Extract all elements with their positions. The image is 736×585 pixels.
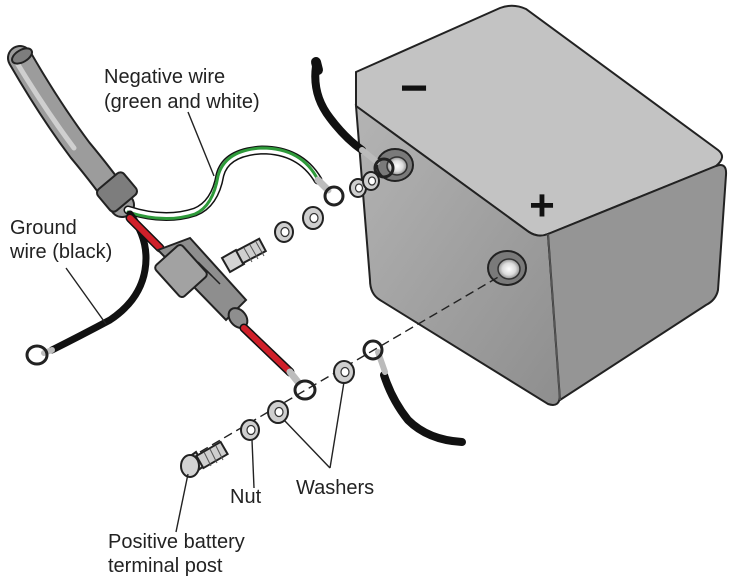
negative-wire-label-line1: Negative wire — [104, 66, 225, 88]
negative-washer-2 — [349, 178, 367, 198]
positive-post-label-line2: terminal post — [108, 555, 223, 577]
negative-wire-label-line2: (green and white) — [104, 91, 260, 113]
washers-leader-a — [283, 419, 331, 469]
negative-washer-3 — [362, 171, 380, 191]
callout-lines — [65, 111, 345, 533]
positive-terminal-socket — [487, 250, 527, 286]
positive-post-leader — [175, 473, 189, 533]
washers-leader-b — [329, 381, 345, 469]
ground-wire-leader — [65, 267, 107, 325]
positive-symbol: + — [529, 181, 555, 230]
positive-post-label-line1: Positive battery — [108, 531, 245, 553]
battery-negative-lead — [311, 57, 395, 179]
battery-side-face — [546, 164, 728, 402]
negative-nut — [274, 221, 294, 243]
fuse-holder — [154, 236, 249, 329]
ground-wire-label-line2: wire (black) — [9, 241, 112, 263]
negative-symbol: − — [400, 62, 428, 115]
washers-label: Washers — [296, 477, 374, 499]
negative-wire-leader — [187, 111, 215, 177]
positive-wire — [125, 213, 317, 401]
positive-washer-2 — [333, 360, 355, 384]
nut-leader — [251, 439, 255, 489]
ground-wire-label-line1: Ground — [10, 217, 77, 239]
positive-nut — [240, 419, 260, 441]
negative-bolt — [220, 237, 268, 274]
nut-label: Nut — [230, 486, 262, 508]
negative-wire — [123, 145, 345, 222]
negative-washer-1 — [302, 206, 324, 230]
negative-terminal-socket — [376, 148, 414, 182]
wire-harness-jacket — [7, 45, 138, 218]
ground-wire — [25, 210, 150, 366]
battery-front-face — [354, 103, 562, 406]
battery-positive-lead — [362, 339, 466, 446]
battery-edge — [547, 233, 561, 401]
battery: − + — [354, 4, 728, 406]
positive-washer-1 — [267, 400, 289, 424]
positive-bolt — [180, 440, 229, 478]
